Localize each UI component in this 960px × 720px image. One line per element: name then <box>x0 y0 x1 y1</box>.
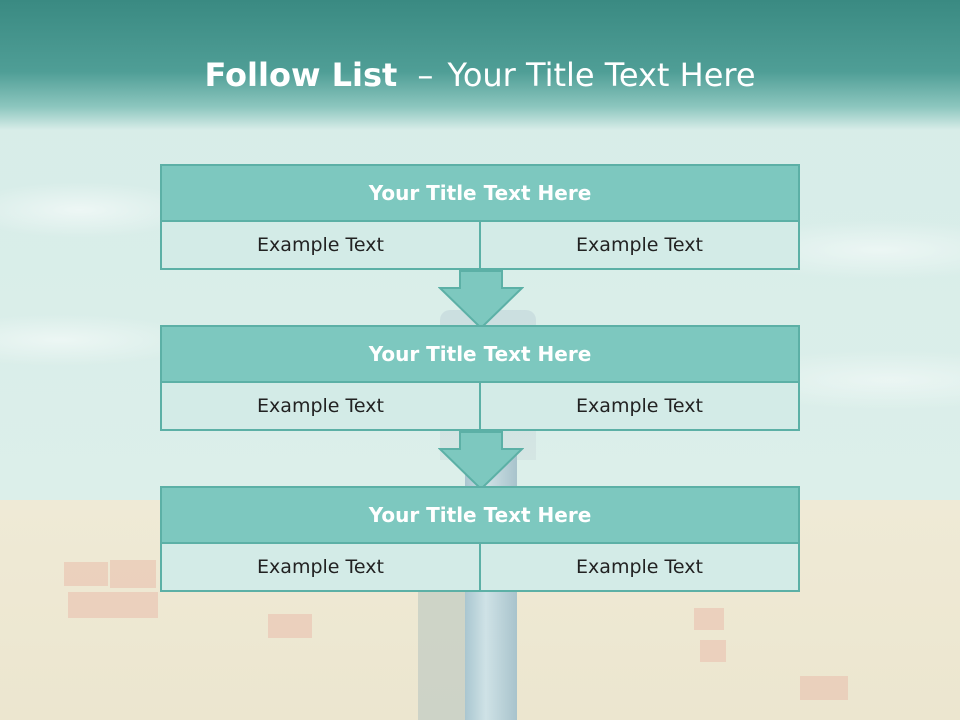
step-cell-left: Example Text <box>162 544 479 590</box>
step-row: Example Text Example Text <box>162 222 798 268</box>
title-bold: Follow List <box>204 56 398 94</box>
title-rest: Your Title Text Here <box>447 56 756 94</box>
step-title: Your Title Text Here <box>162 327 798 383</box>
step-card-3: Your Title Text Here Example Text Exampl… <box>160 486 800 592</box>
title-dash: – <box>417 56 434 94</box>
step-cell-right: Example Text <box>479 222 798 268</box>
step-card-1: Your Title Text Here Example Text Exampl… <box>160 164 800 270</box>
pole-shadow <box>418 590 466 720</box>
step-card-2: Your Title Text Here Example Text Exampl… <box>160 325 800 431</box>
step-row: Example Text Example Text <box>162 383 798 429</box>
step-title: Your Title Text Here <box>162 166 798 222</box>
brick <box>268 614 312 638</box>
step-title: Your Title Text Here <box>162 488 798 544</box>
brick <box>800 676 848 700</box>
down-arrow-icon <box>438 431 524 491</box>
step-cell-left: Example Text <box>162 222 479 268</box>
header-band <box>0 0 960 130</box>
step-cell-left: Example Text <box>162 383 479 429</box>
brick <box>110 560 156 588</box>
down-arrow-icon <box>438 270 524 330</box>
slide-title: Follow List– Your Title Text Here <box>0 56 960 94</box>
brick <box>64 562 108 586</box>
step-row: Example Text Example Text <box>162 544 798 590</box>
step-cell-right: Example Text <box>479 383 798 429</box>
step-cell-right: Example Text <box>479 544 798 590</box>
brick <box>694 608 724 630</box>
brick <box>700 640 726 662</box>
brick <box>68 592 158 618</box>
